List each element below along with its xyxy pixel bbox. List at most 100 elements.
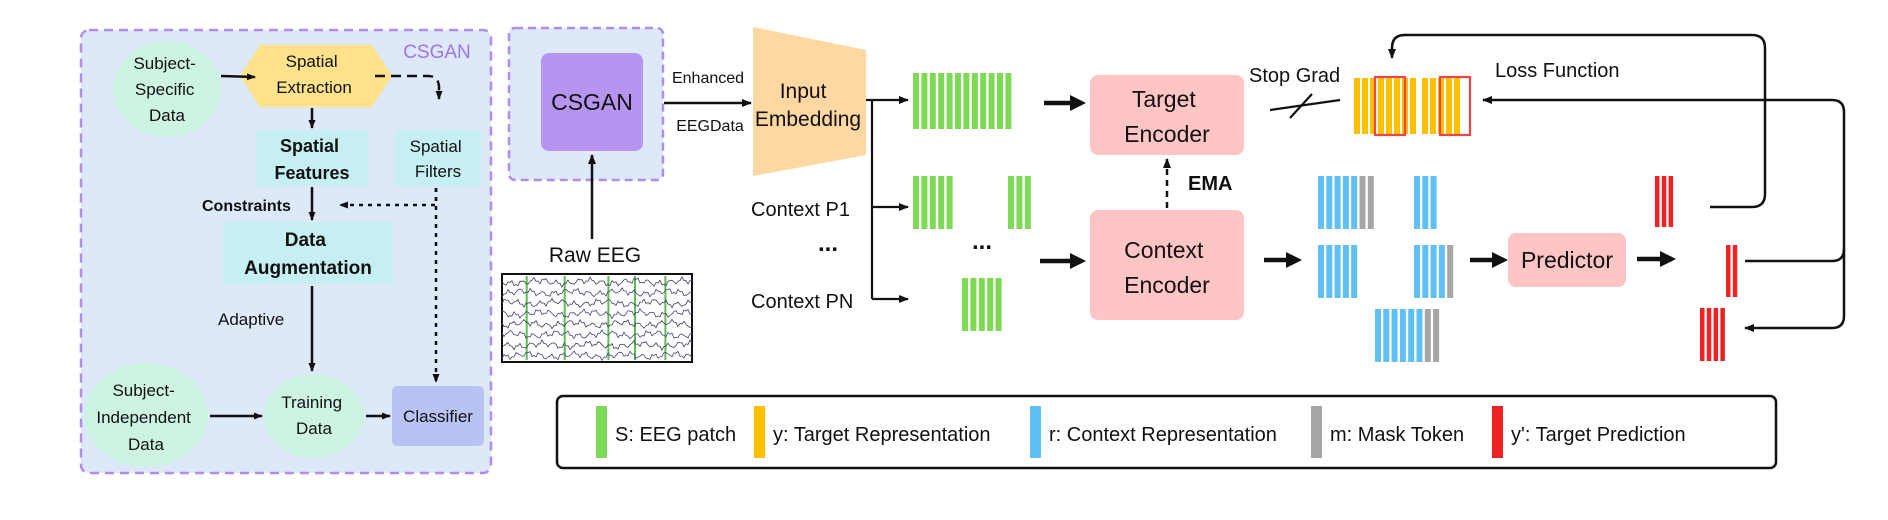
context-encoder-block: [1090, 210, 1244, 320]
patch-bar: [946, 73, 953, 129]
patch-bar: [1334, 245, 1341, 298]
svg-text:Spatial Extraction: Spatial Extraction: [276, 52, 352, 97]
legend-swatch: [754, 406, 765, 458]
eeg-patch-strip-full: [913, 73, 1012, 129]
eeg-trace: [502, 318, 692, 330]
legend-swatch: [1311, 406, 1322, 458]
spatial-filters-line1: Spatial: [410, 137, 462, 156]
patch-bar: [1422, 245, 1429, 298]
patch-bar: [997, 73, 1003, 129]
patch-bar: [1655, 176, 1660, 227]
patch-bar: [987, 278, 994, 331]
constraints-label: Constraints: [202, 198, 291, 215]
patch-bar: [929, 176, 936, 229]
patch-bar: [1422, 78, 1428, 134]
eeg-trace: [502, 287, 692, 298]
subject-specific-line2: Specific: [135, 80, 195, 99]
eegdata-label: EEGData: [676, 118, 744, 135]
patch-bar: [1438, 245, 1445, 298]
encoders-group: Target Encoder Context Encoder EMA: [1090, 75, 1244, 320]
patch-bar: [1005, 73, 1012, 129]
spatial-extraction-line1: Spatial: [286, 52, 338, 71]
svg-text:Subject- Specific: Subject- Specific Data: [133, 54, 200, 125]
patch-bar: [946, 176, 953, 229]
target-highlight-box: [1373, 75, 1407, 137]
patch-bar: [980, 73, 987, 129]
patch-bar: [938, 176, 945, 229]
legend-label: y: Target Representation: [773, 424, 991, 446]
context-p1-label: Context P1: [751, 199, 850, 221]
patch-bar: [921, 73, 928, 129]
patch-bar: [1370, 78, 1376, 134]
input-embedding-group: Input Embedding Enhanced EEGData Context…: [664, 27, 909, 313]
patch-bar: [1359, 176, 1366, 229]
legend: S: EEG patch y: Target Representation r: C…: [555, 394, 1778, 470]
patch-ellipsis: ...: [972, 228, 992, 255]
legend-item: y': Target Prediction: [1492, 406, 1686, 458]
patch-bar: [1454, 78, 1460, 134]
target-encoder-line2: Encoder: [1124, 121, 1210, 147]
classifier-label: Classifier: [403, 407, 473, 426]
spatial-extraction-line2: Extraction: [276, 78, 352, 97]
patch-bar: [913, 73, 919, 129]
patch-bar: [1399, 309, 1406, 362]
legend-item: S: EEG patch: [596, 406, 736, 458]
svg-text:Target Encoder: Target Encoder: [1124, 86, 1210, 147]
patch-bar: [1016, 176, 1023, 229]
target-prediction-strip-2: [1726, 245, 1738, 297]
patch-bar: [1367, 176, 1374, 229]
patch-bar: [921, 176, 928, 229]
embedding-branch-lines: [866, 96, 909, 303]
subject-independent-line1: Subject-: [112, 381, 174, 400]
patch-bar: [988, 73, 995, 129]
data-augmentation-node: [223, 222, 393, 284]
ema-label: EMA: [1188, 173, 1232, 195]
predictor-label: Predictor: [1521, 247, 1613, 273]
loss-function-label: Loss Function: [1495, 60, 1620, 82]
svg-text:Subject- Independent: Subject- Independent Data: [96, 381, 195, 454]
patch-bar: [1362, 78, 1368, 134]
csgan-panel: CSGAN Subject- Specific Data Spatial Ext…: [79, 28, 493, 475]
patch-bar: [1700, 308, 1705, 361]
spatial-features-line2: Features: [274, 163, 349, 183]
svg-text:Spatial Features: Spatial Features: [274, 136, 349, 183]
patch-bar: [1378, 78, 1384, 134]
stop-grad-group: Stop Grad: [1249, 65, 1340, 119]
context-representation-row1-b: [1414, 176, 1437, 229]
patch-bar: [971, 73, 978, 129]
target-encoder-line1: Target: [1132, 86, 1197, 112]
eeg-trace: [502, 339, 692, 351]
training-data-line1: Training: [281, 393, 342, 412]
patch-bar: [955, 73, 961, 129]
patch-bar: [1422, 176, 1429, 229]
spatial-extraction-node: [240, 45, 392, 107]
svg-text:Context Encoder: Context Encoder: [1124, 237, 1210, 298]
legend-item: y: Target Representation: [754, 406, 991, 458]
patch-bar: [1408, 309, 1415, 362]
patch-bar: [1732, 245, 1738, 297]
patch-bar: [1351, 176, 1358, 229]
patch-bar: [963, 73, 970, 129]
patch-bar: [1410, 78, 1416, 134]
eeg-traces: [502, 276, 692, 362]
svg-text:Input Embedding: Input Embedding: [755, 80, 861, 131]
subject-specific-line1: Subject-: [133, 54, 195, 73]
csgan-block-group: CSGAN Raw EEG: [501, 26, 693, 363]
legend-swatch: [1030, 406, 1041, 458]
target-representation-strip-a: [1354, 78, 1416, 134]
patch-bar: [1433, 309, 1440, 362]
patch-bar: [1720, 308, 1725, 361]
raw-eeg-image: [501, 273, 693, 363]
predictor-block: [1508, 233, 1626, 287]
patch-bar: [1430, 78, 1436, 134]
legend-label: r: Context Representation: [1049, 424, 1277, 446]
patch-bar: [1024, 176, 1031, 229]
svg-text:Data Augmentation: Data Augmentation: [244, 230, 372, 279]
eeg-trace: [502, 276, 692, 288]
patch-bar: [1375, 309, 1381, 362]
input-embedding-line2: Embedding: [755, 108, 861, 131]
eeg-patch-strip-p1-a: [913, 176, 953, 229]
spatial-features-line1: Spatial: [280, 136, 339, 156]
enhanced-label: Enhanced: [672, 70, 744, 87]
data-augmentation-line2: Augmentation: [244, 258, 372, 279]
